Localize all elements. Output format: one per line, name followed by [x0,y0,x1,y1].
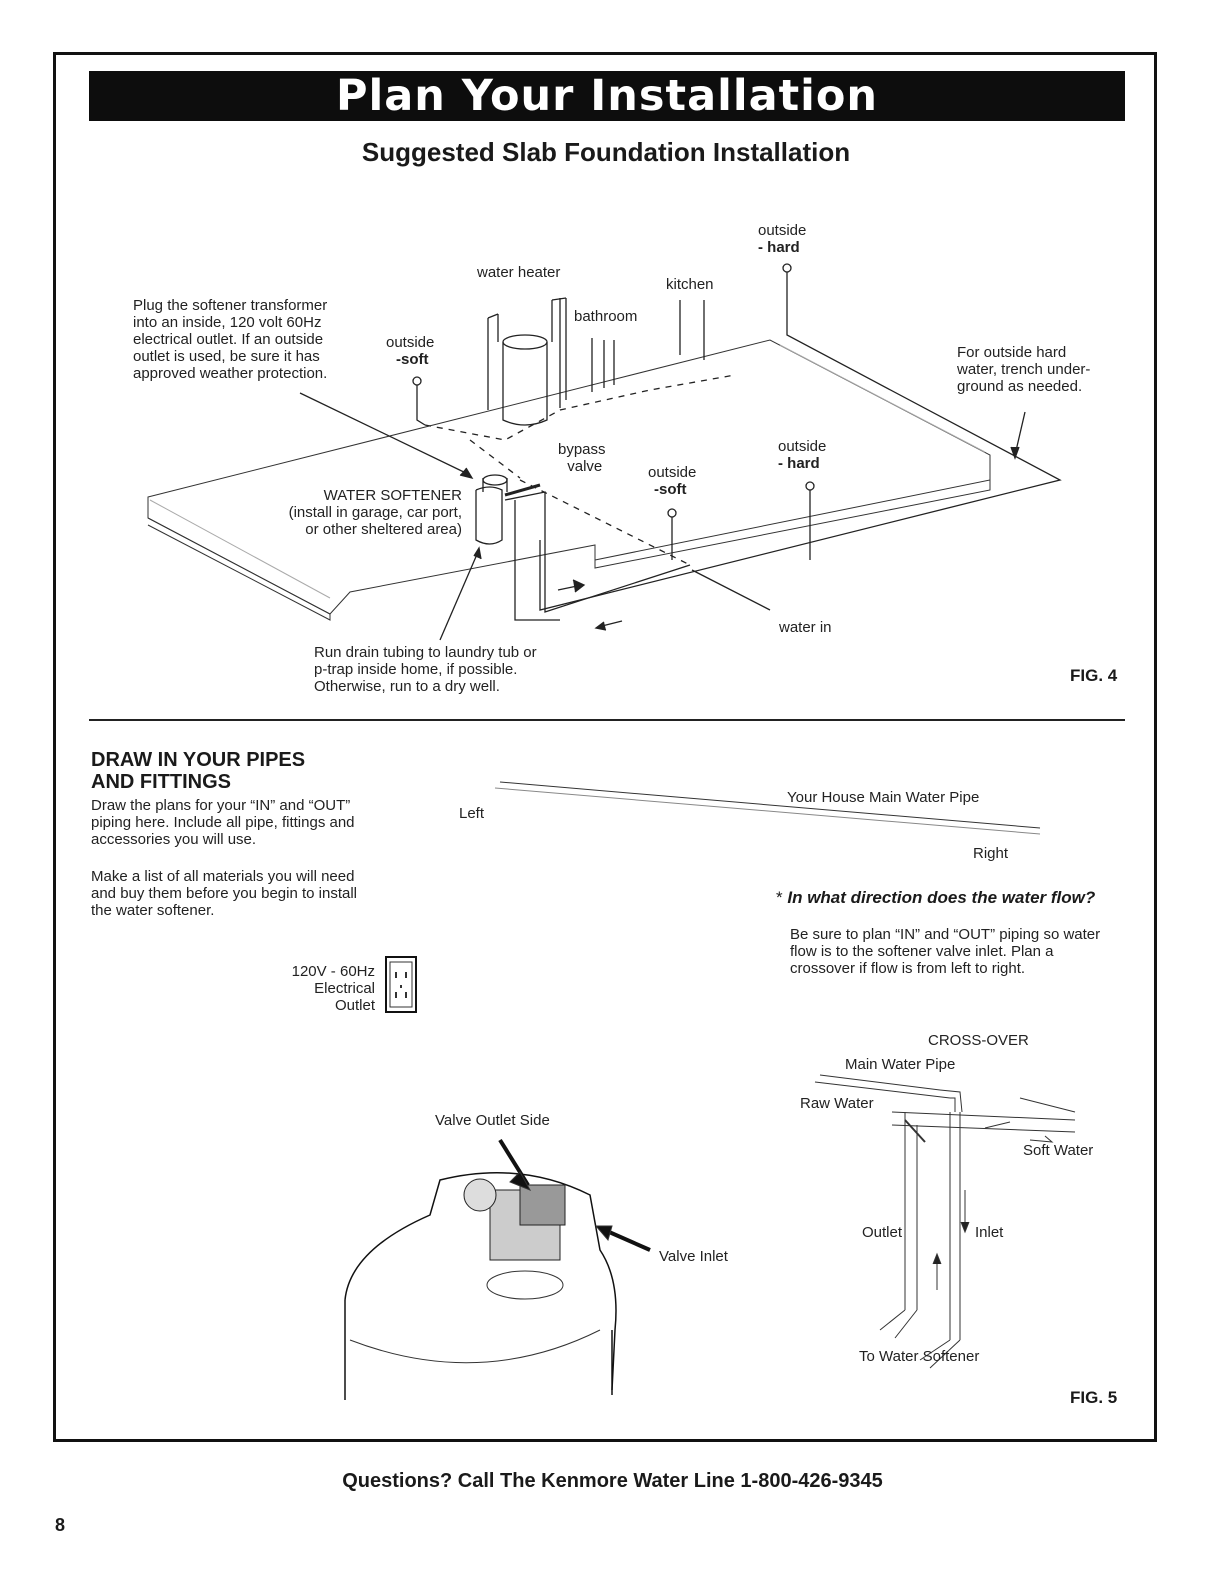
electrical-outlet-icon [385,956,417,1013]
trench-note: For outside hard water, trench under- gr… [957,344,1091,395]
outlet-pipe-label: Outlet [862,1224,903,1241]
water-heater-top [502,334,548,350]
softener-tank-drawing [344,1172,617,1391]
inlet-pipe-label: Inlet [975,1224,1004,1241]
fig5-materials: Make a list of all materials you will ne… [91,868,358,919]
fig4-subtitle: Suggested Slab Foundation Installation [361,137,851,167]
fig5-intro: Draw the plans for your “IN” and “OUT” p… [91,797,355,848]
soft-water-label: Soft Water [1023,1142,1094,1159]
water-heater-label: water heater [477,264,561,281]
electrical-outlet-label: 120V - 60Hz Electrical Outlet [291,963,375,1014]
flow-note: Be sure to plan “IN” and “OUT” piping so… [790,926,1101,977]
slab-front-face [147,517,331,621]
transformer-note: Plug the softener transformer into an in… [133,297,328,382]
bathroom-label: bathroom [574,308,638,325]
drain-note: Run drain tubing to laundry tub or p-tra… [314,644,537,695]
outside-soft-left-label: outside -soft [386,334,435,368]
softener-top [482,474,508,486]
bypass-valve-label: bypass valve [558,441,606,475]
raw-water-label: Raw Water [800,1095,874,1112]
main-pipe-label: Your House Main Water Pipe [787,789,980,806]
to-softener-label: To Water Softener [859,1348,980,1365]
water-softener-note: WATER SOFTENER (install in garage, car p… [288,487,462,538]
page-number: 8 [55,1515,66,1535]
flow-question: * In what direction does the water flow? [776,888,1096,907]
valve-inlet-label: Valve Inlet [659,1248,728,1265]
outside-hard-mid-label: outside - hard [778,438,827,472]
page-frame [53,52,1157,1442]
kitchen-label: kitchen [666,276,714,293]
page-banner-title: Plan Your Installation [89,71,1125,121]
slab-right-face [594,480,991,569]
fig4-label: FIG. 4 [1070,666,1118,685]
section-divider [89,719,1125,721]
crossover-label: CROSS-OVER [928,1032,1029,1049]
water-in-label: water in [779,619,832,636]
main-water-pipe-label: Main Water Pipe [845,1056,956,1073]
right-label: Right [973,845,1009,862]
footer-hotline: Questions? Call The Kenmore Water Line 1… [342,1470,883,1492]
fig5-heading: DRAW IN YOUR PIPES AND FITTINGS [91,749,306,793]
water-heater-body [502,342,548,426]
outside-hard-top-label: outside - hard [758,222,807,256]
valve-outlet-side-label: Valve Outlet Side [435,1112,550,1129]
outside-soft-mid-label: outside -soft [648,464,697,498]
softener-tank [475,486,503,545]
left-label: Left [459,805,485,822]
fig5-label: FIG. 5 [1070,1388,1118,1407]
main-pipe-line [499,781,1041,829]
